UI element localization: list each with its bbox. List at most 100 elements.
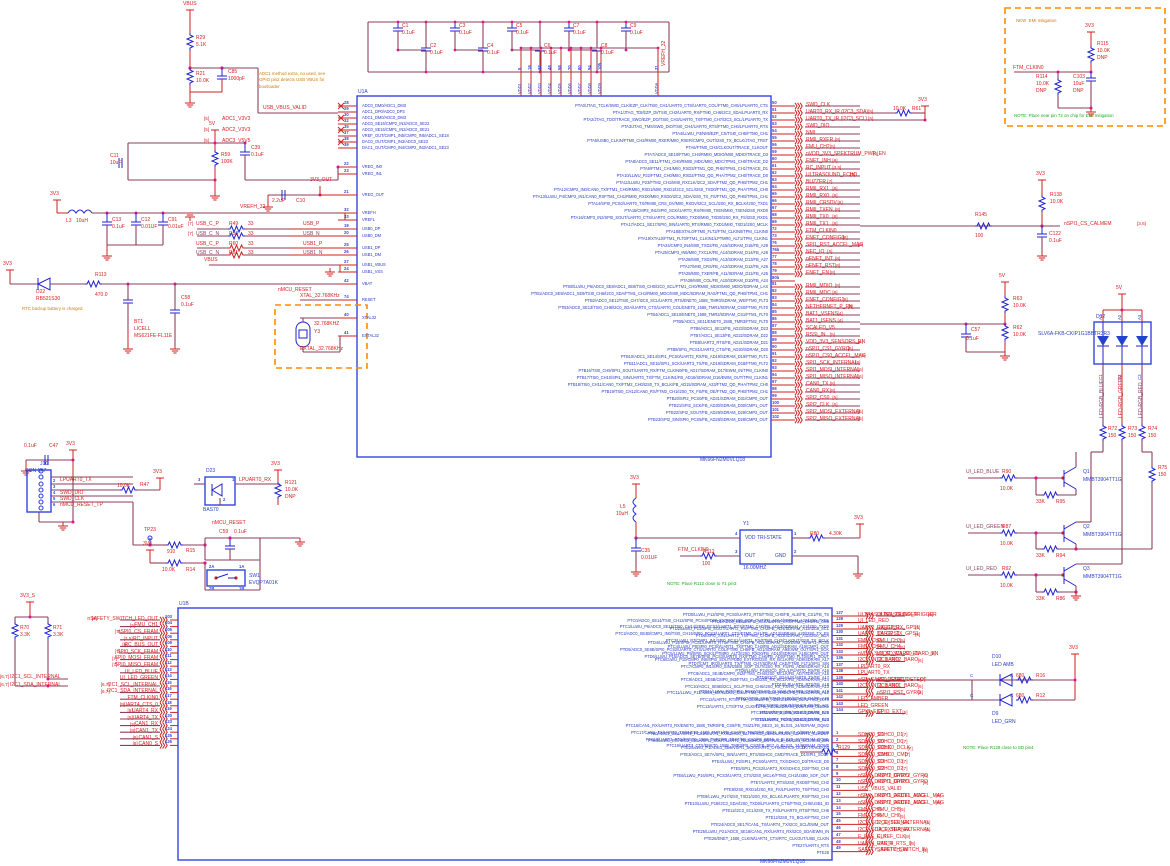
net-ui-led-green: UI_LED_GREEN — [966, 524, 1005, 530]
c5-val: 0.1uF — [516, 30, 529, 36]
d12-c3: C3 — [1137, 374, 1142, 380]
u1a-left-pinnum-19: 42 — [344, 278, 349, 283]
u1b-ptd-name-10: PTD10/LPUART0_RTS/FB_A18 — [771, 681, 829, 687]
u1b-ptd-name-6: PTD6/LLWU_P15/ADC0_SE7B/SPI0_PCS3/UART0_… — [644, 653, 830, 659]
u1b-rt-ref-4: [5] — [899, 638, 905, 643]
u1a-pta-name-6: PTA6/FTM0_CH3/CLKOUT/TRACE_CLKOUT — [685, 144, 768, 150]
u1a-ptb-num-9: 90 — [772, 344, 777, 350]
r47-val: 10.0K — [117, 483, 131, 489]
u1a-right-ref-23: [8] — [834, 263, 841, 268]
u1a-ptb-name-13: PTB17/TSI0_CH10/SPI1_SIN/UART0_TX/FTM_CL… — [576, 374, 768, 380]
u1b-partno: MK66FN2M0VLQ18 — [760, 859, 806, 865]
u1a-ptb-num-1: 82 — [772, 288, 777, 294]
u1a-right-net-8: ENET_INH — [806, 157, 831, 164]
r70-val: 3.3K — [20, 632, 31, 638]
u1a-left-pinname-5: VREF_OUT/CMP1_IN5/CMP0_IN5/ADC1_SE18 — [362, 133, 449, 138]
net-ftm-clkin0-emi: FTM_CLKIN0 — [1013, 65, 1044, 71]
u1b-pte-name-14: PTE25/LLWU_P21/ADC0_SE18/CAN1_RX/UART4_R… — [692, 828, 829, 834]
u1b-ptc-name-15: PTC15/UART4_TX/FB_AD24/SDRAM_D24 — [751, 716, 829, 722]
u1a-rightb-net-3: NETHERNET_P_EN — [806, 303, 853, 310]
j16-part: CON 1X7 — [25, 468, 47, 474]
u1a-pta-num-11: 63 — [772, 177, 777, 183]
u1a-pta-name-8: PTA8/ADC0_SE11/FTM1_CH0/RMII0_MDC/MII0_M… — [625, 158, 768, 164]
u1a-ptb-num-10: 91 — [772, 351, 777, 357]
u1b-left-pinnum-8: 113 — [165, 666, 172, 672]
u1b-rt-num-3: 130 — [836, 629, 843, 635]
vdd3-label: VDD3 — [537, 83, 542, 94]
c35-val: 0.01UF — [641, 555, 658, 561]
net-adc1-v3v3: ADC1_V3V3 — [222, 116, 251, 122]
r59-val: 100K — [221, 159, 233, 165]
u1b-left-net-1: FMU_CH1 — [134, 622, 158, 629]
u1a-right-net-3: SWD_DIO — [806, 122, 830, 129]
u1a-rightb-ref-7: [5] — [829, 332, 835, 337]
u1b-rt-num-9: 138 — [836, 668, 843, 674]
y1-pin-vdd: VDD — [745, 535, 756, 541]
r94-val: 33K — [1036, 553, 1045, 559]
c57-val: 0.1uF — [966, 336, 979, 342]
u1b-rb-num-14: 46 — [836, 825, 841, 830]
u1b-pte-name-15: PTE26/ENET_1588_CLKIN/UART4_CTS/RTC_CLKO… — [704, 835, 829, 841]
u1b-rb-ref-7: [6] — [922, 779, 928, 785]
u1b-left-pinnum-5: 110 — [165, 646, 172, 652]
u1b-ptd-name-11: PTD11/LLWU_P25/SPI2_PCS0/SDHC0_CLKIN/LPU… — [699, 688, 829, 694]
u1b-rt-name-5: FMU_CH4 — [858, 644, 882, 651]
net-swd-clk-j16: SWD_CLK — [60, 496, 85, 502]
u1b-left-pinnum-11: 116 — [165, 686, 172, 692]
u1a-left-pinnum-4: 35 — [344, 124, 349, 129]
r60-ref: R60 — [229, 241, 239, 247]
u1b-rb-net-7: nSPI1_DRDY1_GYRO — [877, 779, 928, 786]
net-usb1-n: USB1_N — [303, 250, 323, 256]
u1a-right-ref-16: [8] — [832, 214, 838, 219]
u1a-rightb-net-15: CAN0_RX — [806, 387, 830, 394]
u1b-ptc-name-8: PTC8/ADC1_SE4B/CMP0_IN2/FTM3_CH4/I2S0_MC… — [687, 670, 829, 676]
u1a-right-net-19: ENET_CONFIG0 — [806, 234, 845, 241]
d23-pin3: 3 — [198, 477, 201, 482]
c6-val: 0.1uF — [544, 50, 557, 56]
sw1-pin1a: 1A — [239, 564, 245, 569]
u1b-ref: U1B — [179, 601, 189, 607]
u1b-rt-name-7: I2C1_INT2_BARO — [858, 657, 900, 664]
u1a-left-pinnum-15: 25 — [344, 242, 349, 247]
u1a-pta-name-15: PTA15/CMP3_IN1/SPI0_SCK/UART0_RX/RMII0_T… — [624, 207, 768, 213]
u1b-left-pinnum-0: 103 — [165, 613, 172, 619]
u1b-rb-num-17: 49 — [836, 845, 841, 851]
sw1-ref[interactable]: SW1 — [249, 573, 260, 579]
vdd1-label: VDD1 — [517, 83, 522, 94]
u1a-rightb-ref-13: [6] — [857, 374, 863, 379]
vdd9-num: 105 — [597, 63, 602, 70]
u1a-pta-num-23: 78 — [772, 261, 777, 267]
r50-val: 33 — [248, 231, 254, 237]
u1a-right-net-9: RC_INPUT — [806, 164, 832, 171]
u1a-left-pinnum-0: 28 — [344, 100, 349, 105]
net-3v3-out: 3V3_OUT — [310, 177, 333, 183]
u1a-left-pinname-15: USB1_DP — [362, 245, 381, 250]
r87-ref: R87 — [1002, 524, 1012, 530]
u1a-left-pinnum-1: 29 — [344, 106, 349, 111]
u1b-rb-ref-6: [6] — [922, 772, 928, 778]
u1a-ptb-num-6: 87 — [772, 323, 777, 329]
bt1-part: MS621FE-FL11E — [134, 333, 173, 339]
u1a-pta-num-5: 55 — [772, 135, 777, 141]
d23-pin1: 1 — [232, 477, 235, 482]
u1a-rightb-ref-18: [5] — [857, 409, 863, 414]
net-usb-c-p: USB_C_P — [196, 221, 219, 227]
u1b-rb-ref-9: [6] — [935, 793, 941, 799]
c12-val: 0.01UF — [141, 224, 158, 230]
r129-note: NOTE: Place R129 close to SD pin4 — [963, 745, 1034, 750]
r138-val: 10.0K — [1050, 199, 1064, 205]
u1a-rightb-net-19: SPI2_MISO_EXTERNAL — [806, 415, 862, 422]
r87-val: 10.0K — [1000, 541, 1014, 547]
u1a-left-pinnum-8: 22 — [344, 161, 349, 166]
vbus-note: ADC1 method extra, no used, see GPIO pin… — [259, 71, 326, 89]
net-usb-c-n2: USB_C_N — [196, 250, 220, 256]
r15-ref: R15 — [186, 548, 196, 554]
u1b-left-pinnum-12: 117 — [165, 693, 172, 698]
u1a-left-pinname-18: USB1_VSS — [362, 269, 383, 274]
u1b-rb-ref-0: [7] — [902, 732, 908, 737]
u1a-rightb-net-17: SPI2_CLK — [806, 401, 830, 408]
u1a-right-net-14: RMII_CRSDV — [806, 199, 837, 206]
u1a-right-net-5: RMII_RXER — [806, 136, 834, 143]
u1a-left-pinnum-20: 74 — [344, 294, 349, 299]
u1b-left-pinnum-14: 119 — [165, 706, 172, 712]
